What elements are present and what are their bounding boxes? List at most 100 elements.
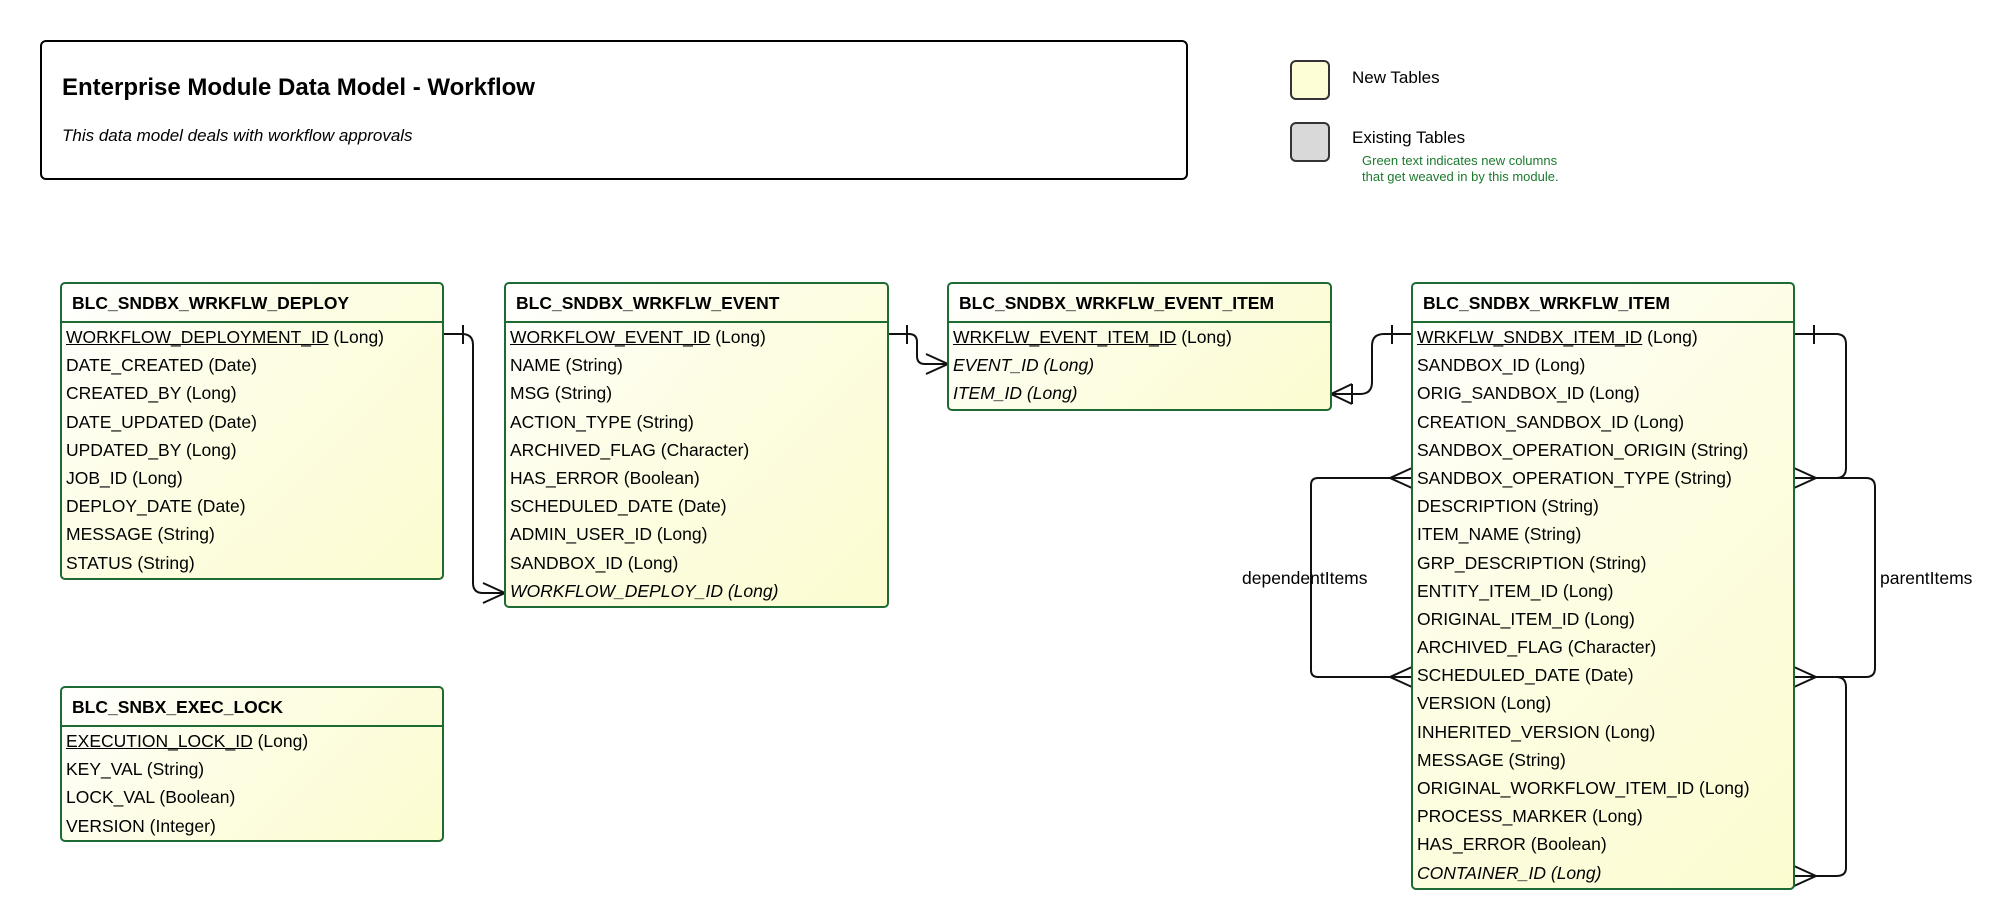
column-type: (Long) [1633,411,1685,432]
column-type: (String) [1690,439,1749,460]
table-column-row: WRKFLW_EVENT_ITEM_ID (Long) [949,323,1330,351]
diagram-title-box: Enterprise Module Data Model - Workflow … [40,40,1188,180]
table-column-row: LOCK_VAL (Boolean) [62,783,442,811]
column-type: (String) [565,355,623,376]
column-type: (Date) [208,411,257,432]
column-type: (Long) [1500,693,1552,714]
column-type: (Long) [1181,327,1232,347]
table-column-row: PROCESS_MARKER (Long) [1413,802,1793,830]
column-name: GRP_DESCRIPTION [1417,552,1585,573]
label-parent-items: parentItems [1880,568,1973,588]
relationship-deploy-event [443,325,508,604]
table-column-row: ORIGINAL_ITEM_ID (Long) [1413,605,1793,633]
table-column-row: CREATION_SANDBOX_ID (Long) [1413,408,1793,436]
table-column-row: DESCRIPTION (String) [1413,492,1793,520]
column-type: (Date) [196,496,246,517]
table-column-row: JOB_ID (Long) [62,464,442,492]
table-column-row: EXECUTION_LOCK_ID (Long) [62,727,442,755]
column-type: (Long) [1584,608,1635,629]
column-name: ARCHIVED_FLAG [1417,637,1563,658]
column-name: UPDATED_BY [66,439,182,460]
column-name: HAS_ERROR [1417,834,1526,855]
primary-key-name: WRKFLW_SNDBX_ITEM_ID [1417,327,1643,347]
table-column-row: EVENT_ID (Long) [949,351,1330,379]
column-name: NAME [510,355,561,376]
column-type: (String) [1541,496,1599,517]
table-column-row: KEY_VAL (String) [62,755,442,783]
relationship-item-eventitem [1328,325,1412,405]
column-type: (Long) [715,327,766,347]
column-type: (String) [1523,524,1582,545]
legend-existing-swatch [1290,122,1330,162]
foreign-key-name: EVENT_ID [953,355,1039,376]
legend-new-label: New Tables [1352,68,1440,87]
table-column-row: MESSAGE (String) [62,520,442,548]
table-column-row: SANDBOX_ID (Long) [506,549,887,577]
column-type: (Long) [1534,355,1586,376]
table-column-row: VERSION (Long) [1413,689,1793,717]
primary-key-name: EXECUTION_LOCK_ID [66,731,253,751]
legend-note-line-1: Green text indicates new columns [1362,153,1558,168]
column-type: (Boolean) [1530,834,1607,855]
table-column-row: VERSION (Integer) [62,812,442,840]
table-column-row: ADMIN_USER_ID (Long) [506,520,887,548]
column-type: (Date) [208,355,257,376]
relationship-event-eventitem [888,325,951,375]
table-header: BLC_SNDBX_WRKFLW_EVENT_ITEM [949,284,1330,323]
table-column-row: MESSAGE (String) [1413,746,1793,774]
column-name: SANDBOX_OPERATION_TYPE [1417,467,1670,488]
column-name: DATE_UPDATED [66,411,204,432]
column-name: ARCHIVED_FLAG [510,439,656,460]
primary-key-name: WORKFLOW_EVENT_ID [510,327,711,347]
column-type: (Long) [1604,721,1656,742]
table-column-row: ITEM_NAME (String) [1413,520,1793,548]
column-name: SCHEDULED_DATE [1417,665,1581,686]
column-type: (Character) [1567,637,1657,658]
column-type: (Long) [1592,806,1643,827]
column-type: (Long) [1589,383,1640,404]
column-name: SCHEDULED_DATE [510,496,674,517]
table-column-row: WORKFLOW_EVENT_ID (Long) [506,323,887,351]
diagram-title: Enterprise Module Data Model - Workflow [62,74,535,101]
foreign-key-name: WORKFLOW_DEPLOY_ID [510,580,723,601]
table-column-row: DATE_CREATED (Date) [62,351,442,379]
legend-note-line-2: that get weaved in by this module. [1362,169,1559,184]
table-column-row: ORIGINAL_WORKFLOW_ITEM_ID (Long) [1413,774,1793,802]
column-type: (Long) [656,524,708,545]
table-column-row: HAS_ERROR (Boolean) [506,464,887,492]
column-name: DESCRIPTION [1417,496,1537,517]
table-column-row: ACTION_TYPE (String) [506,408,887,436]
column-name: VERSION [66,815,145,836]
table-column-row: MSG (String) [506,379,887,407]
column-name: LOCK_VAL [66,787,155,808]
column-name: ORIGINAL_WORKFLOW_ITEM_ID [1417,778,1695,798]
table-header: BLC_SNDBX_WRKFLW_EVENT [506,284,887,323]
table-column-row: CREATED_BY (Long) [62,379,442,407]
column-name: SANDBOX_ID [1417,355,1530,376]
table-column-row: SCHEDULED_DATE (Date) [1413,661,1793,689]
column-name: CREATION_SANDBOX_ID [1417,411,1629,432]
table-header: BLC_SNBX_EXEC_LOCK [62,688,442,727]
column-name: CREATED_BY [66,383,182,404]
column-type: (String) [636,411,694,432]
column-type: (Character) [660,439,750,460]
table-column-row: GRP_DESCRIPTION (String) [1413,549,1793,577]
column-name: ENTITY_ITEM_ID [1417,580,1558,601]
column-type: (String) [554,383,613,404]
column-type: (Boolean) [623,467,700,488]
column-name: ACTION_TYPE [510,411,632,432]
column-name: SANDBOX_ID [510,552,623,573]
column-type: (Date) [677,496,727,517]
column-type: (String) [137,552,195,573]
column-name: ITEM_NAME [1417,524,1520,545]
column-name: MESSAGE [66,524,153,545]
foreign-key-name: CONTAINER_ID [1417,862,1546,883]
column-type: (String) [1508,749,1566,770]
table-column-row: WORKFLOW_DEPLOYMENT_ID (Long) [62,323,442,351]
table-column-row: WORKFLOW_DEPLOY_ID (Long) [506,577,887,605]
column-name: HAS_ERROR [510,467,619,488]
column-type: (Long) [257,731,309,751]
column-type: (Long) [1699,778,1750,798]
column-name: SANDBOX_OPERATION_ORIGIN [1417,439,1687,460]
